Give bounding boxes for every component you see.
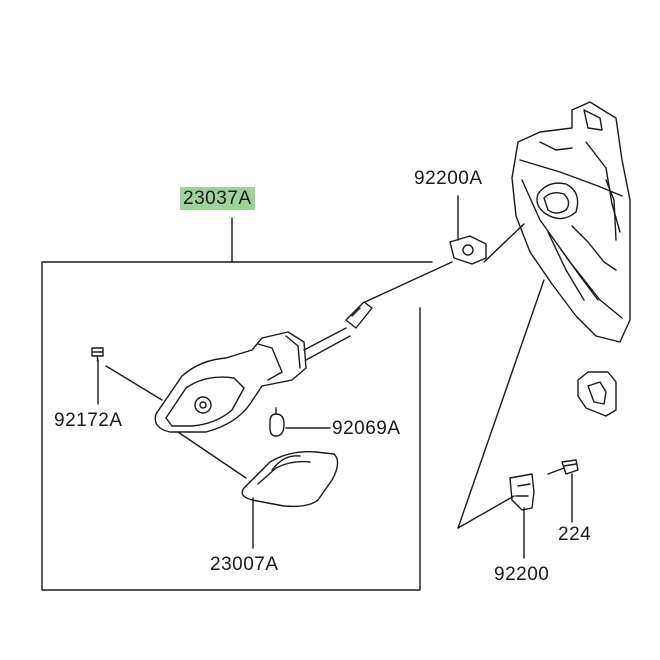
fairing-panel (511, 101, 631, 417)
label-92172a: 92172A (54, 410, 123, 431)
assembly-bracket (41, 217, 433, 591)
label-92200: 92200 (494, 564, 550, 585)
turn-signal-housing (154, 301, 373, 433)
bulb-92069a (269, 407, 285, 437)
label-224: 224 (558, 524, 592, 545)
bolt-224 (561, 459, 579, 475)
label-23007a: 23007A (210, 554, 279, 575)
label-assembly-23037a: 23037A (180, 187, 255, 210)
grommet-92200a (449, 235, 487, 265)
label-92200a: 92200A (414, 168, 483, 189)
screw-92172a (91, 347, 104, 362)
lens-23007a (241, 451, 339, 508)
leader-lines (97, 195, 573, 559)
clip-92200 (509, 473, 535, 511)
label-92069a: 92069A (332, 418, 401, 439)
